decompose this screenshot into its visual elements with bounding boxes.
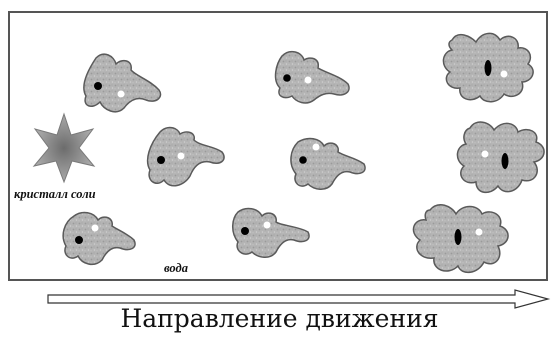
nucleus <box>455 229 462 245</box>
vacuole <box>264 222 271 229</box>
nucleus <box>157 156 165 164</box>
vacuole <box>501 71 508 78</box>
nucleus <box>75 236 83 244</box>
vacuole <box>476 229 483 236</box>
vacuole <box>92 225 99 232</box>
nucleus <box>485 60 492 76</box>
vacuole <box>313 144 320 151</box>
nucleus <box>241 227 249 235</box>
nucleus <box>94 82 102 90</box>
vacuole <box>305 77 312 84</box>
nucleus <box>502 153 509 169</box>
nucleus <box>283 74 291 82</box>
vacuole <box>118 91 125 98</box>
vacuole <box>482 151 489 158</box>
crystal-label: кристалл соли <box>14 187 96 201</box>
water-label: вода <box>164 261 188 275</box>
vacuole <box>178 153 185 160</box>
nucleus <box>299 156 307 164</box>
direction-caption: Направление движения <box>0 304 559 333</box>
